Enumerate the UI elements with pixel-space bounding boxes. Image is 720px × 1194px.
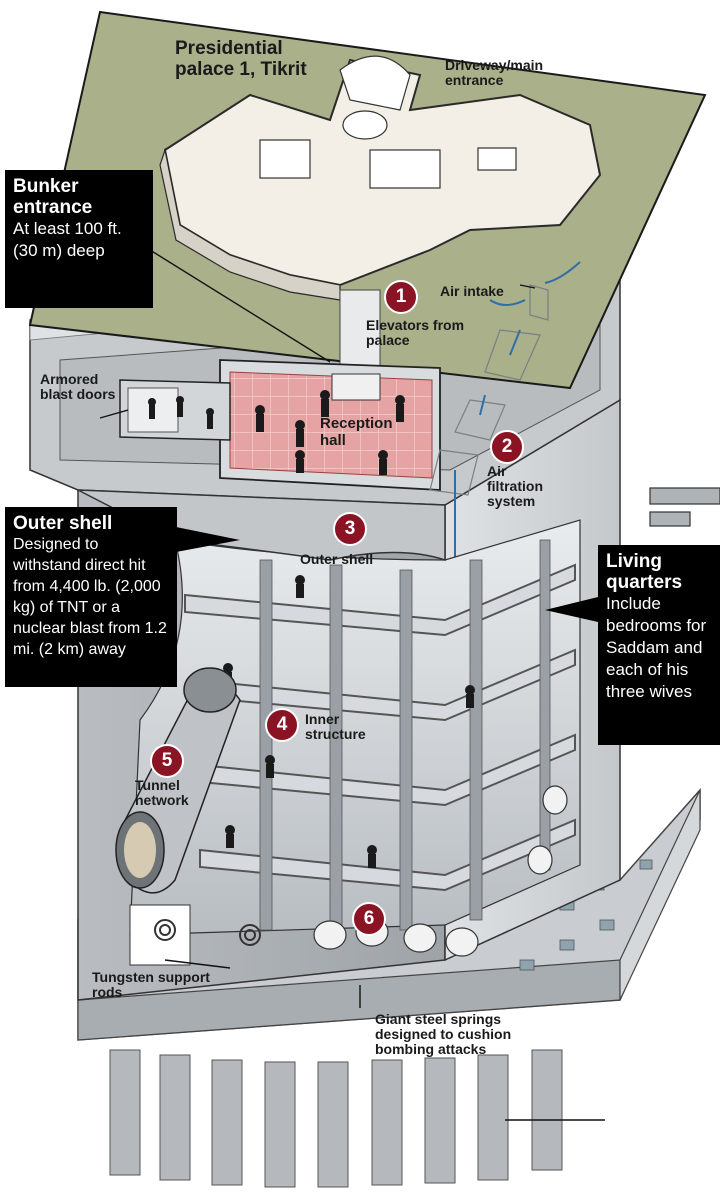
bunker-entrance-body: At least 100 ft. (30 m) deep [13, 219, 122, 260]
inner-structure-label: Inner structure [305, 711, 366, 742]
outer-shell-label: Outer shell [300, 551, 374, 567]
marker-5: 5 [150, 744, 184, 778]
living-quarters-title: Living quarters [606, 551, 683, 593]
outer-shell-callout: Outer shell Designed to withstand direct… [5, 507, 177, 687]
outer-shell-callout-title: Outer shell [13, 513, 113, 534]
steel-springs-label: Giant steel springs designed to cushion … [375, 1011, 512, 1057]
tunnel [115, 667, 241, 894]
reception-hall-room [219, 359, 441, 491]
elevator-shaft [339, 289, 381, 371]
living-quarters-pointer [545, 597, 598, 622]
palace-title: Presidential palace 1, Tikrit [175, 38, 307, 80]
armored-doors-room [119, 379, 231, 441]
living-quarters-callout: Living quarters Include bedrooms for Sad… [598, 545, 720, 745]
foundation-pillars [109, 1049, 563, 1188]
leader-lines [99, 249, 605, 1121]
tunnel-network-label: Tunnel network [135, 777, 189, 808]
living-quarters-body: Include bedrooms for Saddam and each of … [606, 594, 707, 701]
marker-1: 1 [384, 280, 418, 314]
marker-2: 2 [490, 430, 524, 464]
reception-hall-label: Reception hall [320, 415, 393, 449]
external-pipes [649, 487, 720, 527]
bunker-entrance-callout: Bunker entrance At least 100 ft. (30 m) … [5, 170, 153, 308]
elevators-label: Elevators from palace [366, 317, 465, 348]
tungsten-rods [129, 904, 261, 966]
outer-shell-callout-body: Designed to withstand direct hit from 4,… [13, 536, 167, 658]
marker-6: 6 [352, 902, 386, 936]
outer-shell-pointer [176, 527, 240, 552]
bunker-entrance-title: Bunker entrance [13, 176, 93, 218]
palace-building [159, 55, 602, 301]
tungsten-rods-label: Tungsten support rods [92, 969, 210, 1000]
driveway-label: Driveway/main entrance [445, 57, 544, 88]
marker-4: 4 [265, 708, 299, 742]
air-filtration-label: Air filtration system [487, 463, 543, 509]
armored-doors-label: Armored blast doors [40, 371, 116, 402]
marker-3: 3 [333, 512, 367, 546]
air-intake-label: Air intake [440, 283, 504, 299]
